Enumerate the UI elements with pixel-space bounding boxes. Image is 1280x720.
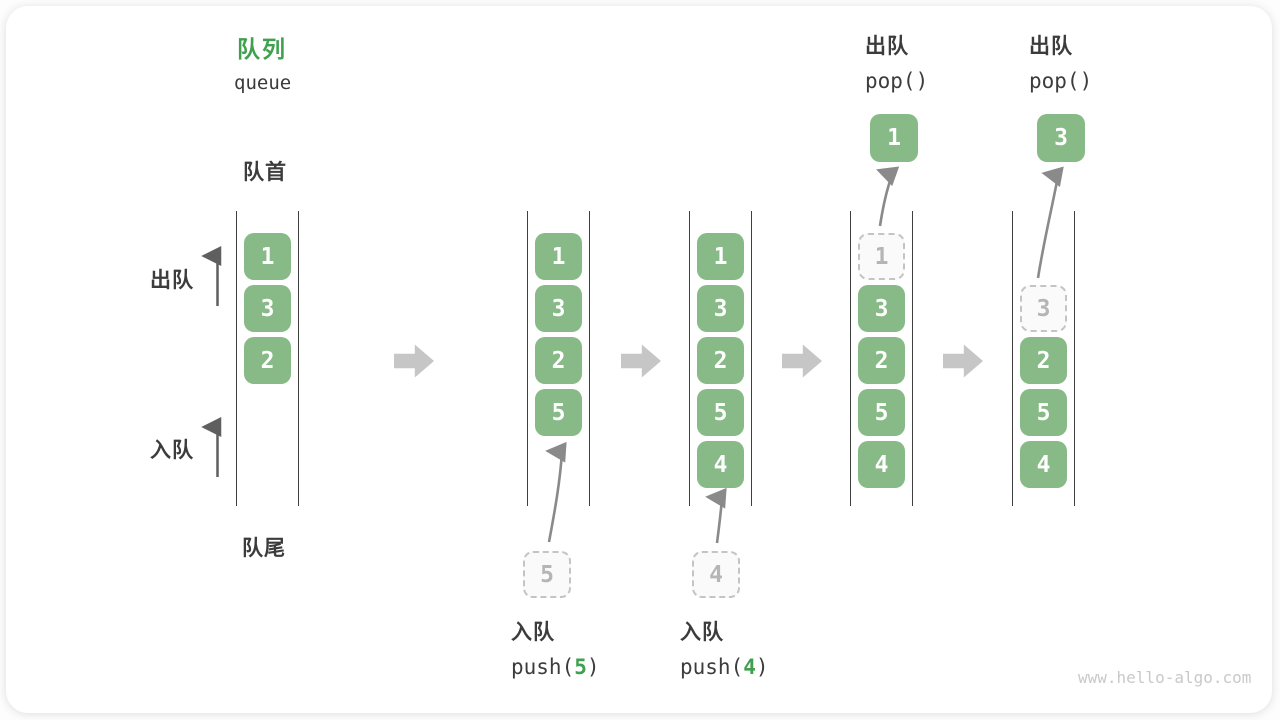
queue-slot-solid: 4 <box>1020 441 1067 488</box>
queue-slot-solid: 2 <box>244 337 291 384</box>
queue-slot-solid: 1 <box>697 233 744 280</box>
pop-label-code: pop() <box>865 69 929 93</box>
state-after-push-4: 1 3 2 5 4 <box>689 211 752 506</box>
diagram-title-zh: 队列 <box>237 36 287 62</box>
queue-slot-solid: 2 <box>697 337 744 384</box>
queue-slot-solid: 4 <box>697 441 744 488</box>
push-label-code: push(4) <box>680 655 769 679</box>
queue-slot-solid: 3 <box>697 285 744 332</box>
queue-slot-solid: 2 <box>535 337 582 384</box>
queue-slot-solid: 2 <box>1020 337 1067 384</box>
pop-label-code: pop() <box>1029 69 1093 93</box>
popped-box-3: 3 <box>1037 114 1085 162</box>
state-after-pop-1: 1 3 2 5 4 <box>850 211 913 506</box>
push-label-zh: 入队 <box>680 621 724 644</box>
push-arg: 4 <box>743 655 756 679</box>
state-after-push-5: 1 3 2 5 <box>527 211 590 506</box>
watermark: www.hello-algo.com <box>1078 668 1252 687</box>
dequeue-side-label: 出队 <box>150 269 194 292</box>
staging-box-push-5: 5 <box>523 551 571 598</box>
queue-rear-label: 队尾 <box>242 537 286 560</box>
state-after-pop-3: 3 2 5 4 <box>1012 211 1075 506</box>
queue-slot-solid: 5 <box>697 389 744 436</box>
popped-box-1: 1 <box>870 114 918 162</box>
push-label-zh: 入队 <box>511 621 555 644</box>
queue-slot-solid: 1 <box>244 233 291 280</box>
enqueue-side-label: 入队 <box>150 439 194 462</box>
state-initial: 1 3 2 <box>236 211 299 506</box>
pop-operation-label-2: 出队 pop() <box>1029 30 1092 98</box>
queue-slot-solid: 5 <box>858 389 905 436</box>
pop-label-zh: 出队 <box>1029 35 1073 58</box>
queue-slot-solid: 1 <box>535 233 582 280</box>
queue-slot-dashed: 1 <box>858 233 905 280</box>
push-label-code: push(5) <box>511 655 600 679</box>
pop-label-zh: 出队 <box>865 35 909 58</box>
queue-slot-solid: 5 <box>1020 389 1067 436</box>
queue-slot-solid: 5 <box>535 389 582 436</box>
queue-front-label: 队首 <box>243 161 287 184</box>
diagram-title-en: queue <box>234 72 292 94</box>
queue-slot-solid: 2 <box>858 337 905 384</box>
queue-slot-solid: 3 <box>535 285 582 332</box>
push-arg: 5 <box>574 655 587 679</box>
push-operation-label-4: 入队 push(4) <box>680 616 769 684</box>
queue-slot-solid: 3 <box>858 285 905 332</box>
queue-slot-solid: 3 <box>244 285 291 332</box>
queue-slot-solid: 4 <box>858 441 905 488</box>
staging-box-push-4: 4 <box>692 551 740 598</box>
queue-slot-dashed: 3 <box>1020 285 1067 332</box>
pop-operation-label-1: 出队 pop() <box>865 30 928 98</box>
push-operation-label-5: 入队 push(5) <box>511 616 600 684</box>
